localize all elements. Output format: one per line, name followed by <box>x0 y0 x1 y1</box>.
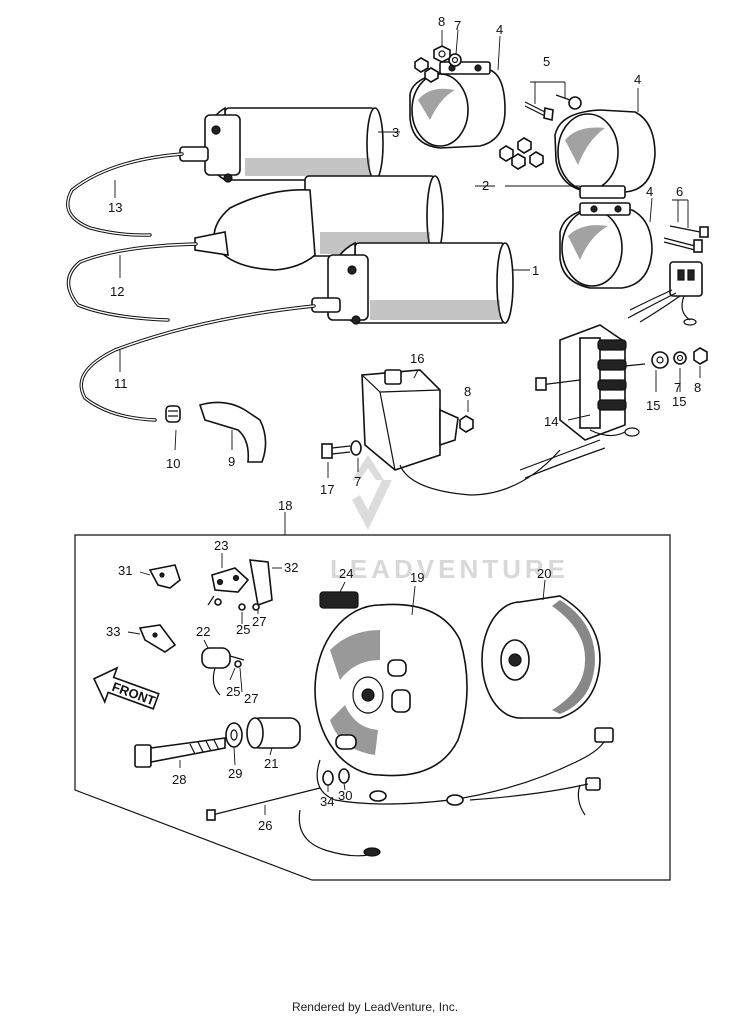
label-16: 16 <box>410 351 424 366</box>
assembly-18-outline <box>74 534 671 881</box>
nut-top-left[interactable] <box>414 57 429 73</box>
label-14: 14 <box>544 414 558 429</box>
stator-19[interactable] <box>314 603 468 777</box>
label-21: 21 <box>264 756 278 771</box>
label-18: 18 <box>278 498 292 513</box>
watermark-text: LEADVENTURE <box>330 554 569 584</box>
label-6: 6 <box>676 184 683 199</box>
wiring-harness[interactable] <box>298 727 614 857</box>
ignition-coil-3[interactable] <box>179 106 384 183</box>
plate-32[interactable] <box>249 559 273 607</box>
nut-top-left-2[interactable] <box>424 67 439 83</box>
label-28: 28 <box>172 772 186 787</box>
label-12: 12 <box>110 284 124 299</box>
screw-25-27-top[interactable] <box>238 603 260 611</box>
label-33: 33 <box>106 624 120 639</box>
label-13: 13 <box>108 200 122 215</box>
high-tension-cable-11[interactable] <box>79 304 316 422</box>
block-24[interactable] <box>319 591 359 609</box>
ignition-coil-1[interactable] <box>311 241 514 325</box>
label-26: 26 <box>258 818 272 833</box>
label-23: 23 <box>214 538 228 553</box>
label-7: 7 <box>674 380 681 395</box>
high-tension-cable-13[interactable] <box>66 152 184 237</box>
label-27: 27 <box>244 691 258 706</box>
label-4: 4 <box>634 72 641 87</box>
label-8: 8 <box>438 14 445 29</box>
washers-15[interactable] <box>651 351 687 369</box>
label-25: 25 <box>226 684 240 699</box>
washer-7-mid[interactable] <box>350 440 362 456</box>
label-2: 2 <box>482 178 489 193</box>
coupler-connector[interactable] <box>627 261 703 326</box>
label-4: 4 <box>496 22 503 37</box>
regulator-16[interactable] <box>361 369 459 471</box>
bolt-28[interactable] <box>134 737 226 768</box>
label-25: 25 <box>236 622 250 637</box>
bolt-5[interactable] <box>524 94 582 122</box>
rotor-20[interactable] <box>481 595 601 719</box>
label-30: 30 <box>338 788 352 803</box>
front-arrow-label: FRONT <box>110 679 157 708</box>
label-15: 15 <box>646 398 660 413</box>
label-8: 8 <box>464 384 471 399</box>
nuts-cluster[interactable] <box>499 137 544 170</box>
label-1: 1 <box>532 263 539 278</box>
label-19: 19 <box>410 570 424 585</box>
label-34: 34 <box>320 794 334 809</box>
watermark: LEADVENTURE <box>330 455 569 584</box>
label-29: 29 <box>228 766 242 781</box>
bolt-6[interactable] <box>663 225 709 253</box>
label-17: 17 <box>320 482 334 497</box>
label-7: 7 <box>454 18 461 33</box>
footer-credit: Rendered by LeadVenture, Inc. <box>291 1000 459 1014</box>
label-11: 11 <box>114 376 128 391</box>
label-10: 10 <box>166 456 180 471</box>
regulator-lead <box>399 449 561 496</box>
coil-band-right-upper[interactable] <box>554 109 656 199</box>
leader-lines <box>114 29 701 815</box>
label-15: 15 <box>672 394 686 409</box>
label-22: 22 <box>196 624 210 639</box>
label-24: 24 <box>339 566 353 581</box>
rubber-cap-9[interactable] <box>198 401 267 463</box>
contact-breaker-23[interactable] <box>207 567 250 606</box>
nut-8-top[interactable] <box>433 45 451 63</box>
washer-7-top[interactable] <box>448 53 462 67</box>
coil-band-top[interactable] <box>409 61 506 149</box>
label-5: 5 <box>543 54 550 69</box>
bracket-33[interactable] <box>138 624 177 653</box>
label-31: 31 <box>118 563 132 578</box>
bolt-17[interactable] <box>321 443 351 459</box>
callout-labels: 8 7 4 5 4 3 2 4 6 1 13 12 11 16 8 15 15 … <box>106 14 701 833</box>
washer-30[interactable] <box>338 768 350 784</box>
label-20: 20 <box>537 566 551 581</box>
front-arrow: FRONT <box>92 666 160 710</box>
nut-8-mid[interactable] <box>459 415 474 433</box>
condenser-22[interactable] <box>201 647 245 696</box>
label-4: 4 <box>646 184 653 199</box>
rod-26[interactable] <box>206 787 321 821</box>
coil-band-right-lower[interactable] <box>559 202 653 289</box>
spring-10[interactable] <box>165 405 181 423</box>
bracket-31[interactable] <box>148 564 181 589</box>
washer-34[interactable] <box>322 770 334 786</box>
label-8: 8 <box>694 380 701 395</box>
label-7: 7 <box>354 474 361 489</box>
terminal-panel-14[interactable] <box>535 324 646 441</box>
washer-29[interactable] <box>225 722 243 748</box>
sleeve-21[interactable] <box>246 717 301 749</box>
label-3: 3 <box>392 125 399 140</box>
label-27: 27 <box>252 614 266 629</box>
nut-8-right[interactable] <box>693 347 708 365</box>
label-32: 32 <box>284 560 298 575</box>
label-9: 9 <box>228 454 235 469</box>
